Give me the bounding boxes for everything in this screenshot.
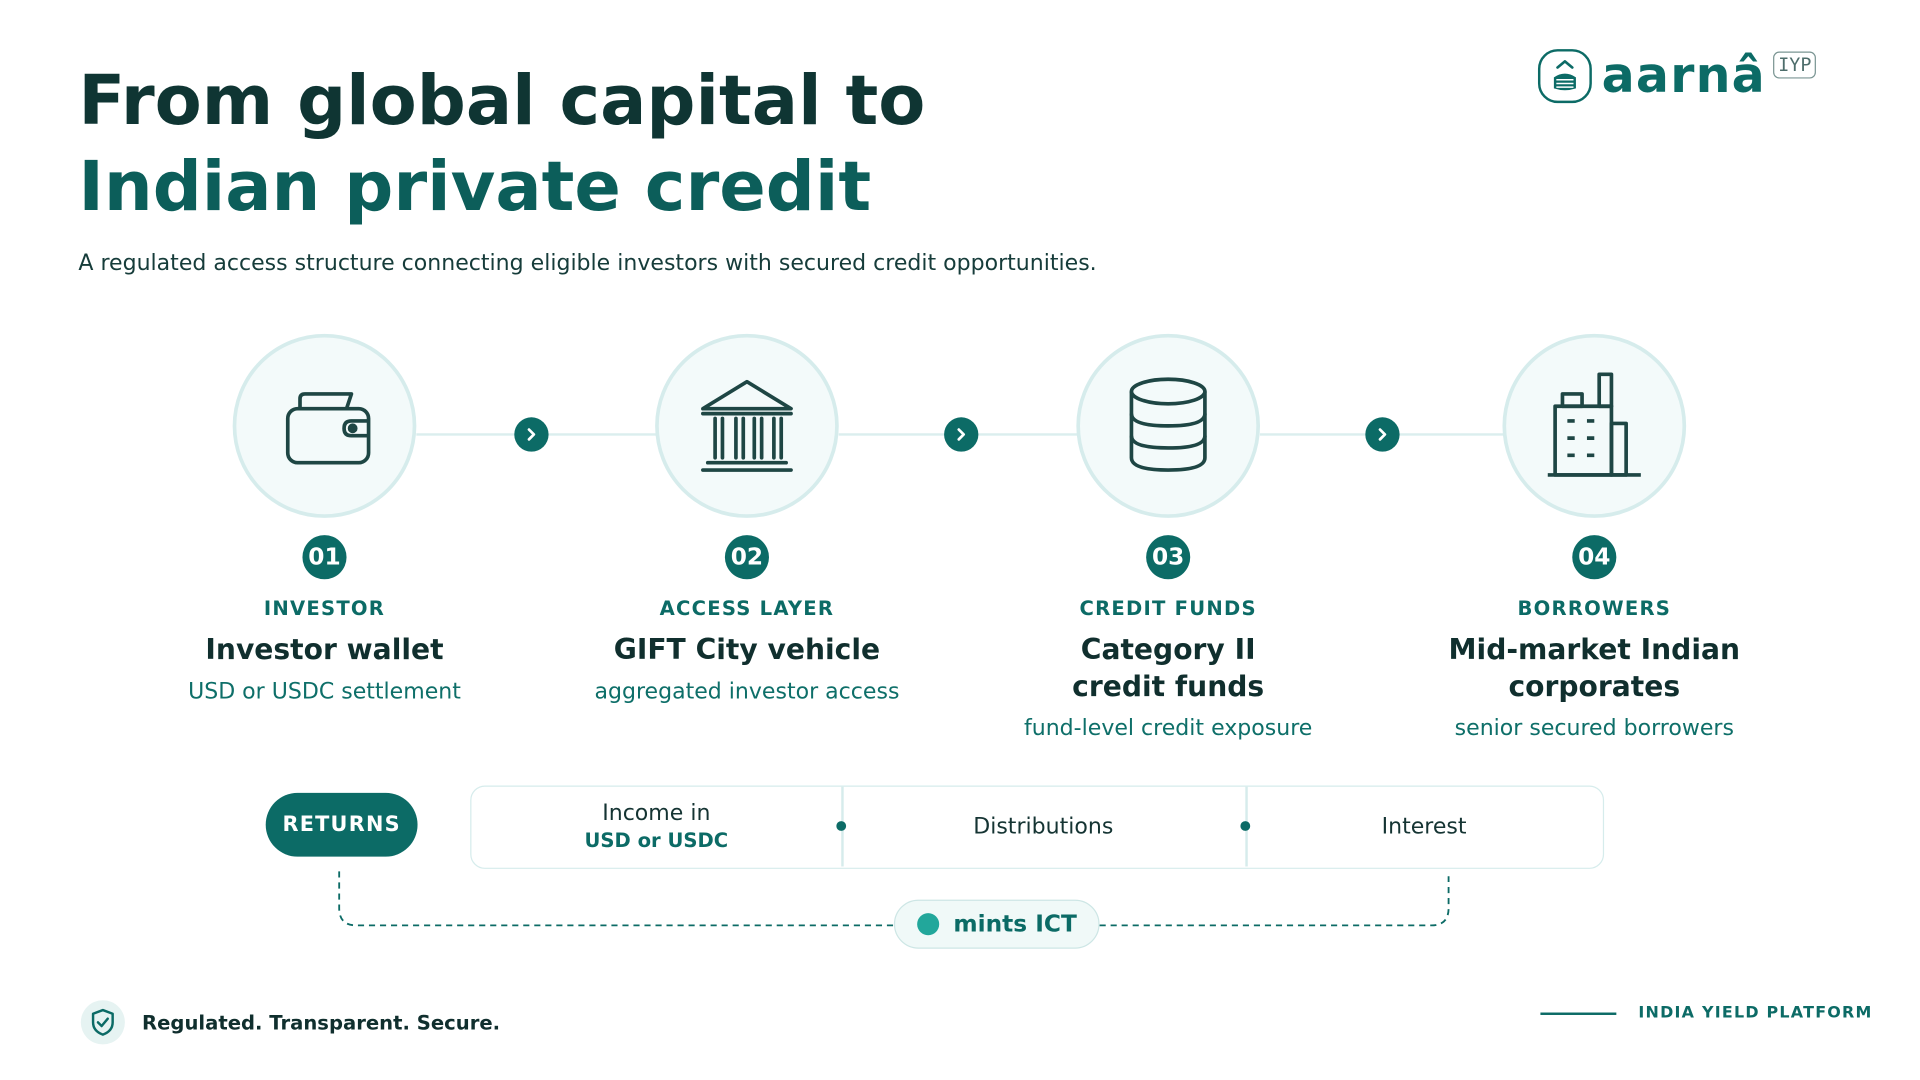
step-description: fund-level credit exposure — [1023, 715, 1313, 742]
wallet-icon — [285, 392, 371, 465]
title-line-1: From global capital to — [78, 61, 926, 142]
return-item-line-1: Income in — [602, 799, 711, 826]
aarna-logo: aarnâ IYP — [1537, 47, 1817, 105]
building-icon — [1547, 372, 1641, 477]
footer-brand-text: INDIA YIELD PLATFORM — [1638, 1003, 1873, 1023]
step-investor: 01 INVESTOR Investor wallet USD or USDC … — [141, 333, 508, 705]
step-circle — [232, 333, 417, 518]
return-item-distributions: Distributions — [841, 787, 1245, 867]
chevron-right-icon — [944, 417, 979, 452]
returns-flow-box: Income in USD or USDC Distributions Inte… — [470, 785, 1605, 869]
step-kicker: BORROWERS — [1517, 596, 1672, 620]
step-title-line-2: corporates — [1508, 671, 1681, 704]
title-line-2: Indian private credit — [78, 147, 872, 228]
step-title: GIFT City vehicle — [563, 632, 930, 669]
return-item-line-2: USD or USDC — [584, 827, 729, 852]
step-title-text: GIFT City vehicle — [613, 634, 881, 667]
logo-badge: IYP — [1773, 51, 1817, 79]
step-title-text: Investor wallet — [205, 634, 444, 667]
footer-brand: INDIA YIELD PLATFORM — [1540, 1004, 1872, 1022]
logo-wordmark: aarnâ — [1601, 47, 1766, 105]
logo-mark-icon — [1537, 49, 1592, 104]
return-item-interest: Interest — [1245, 787, 1603, 867]
step-description: aggregated investor access — [594, 678, 900, 705]
step-title: Investor wallet — [141, 632, 508, 669]
step-credit-funds: 03 CREDIT FUNDS Category II credit funds… — [984, 333, 1351, 742]
footer-rule — [1540, 1011, 1617, 1015]
flow-dot — [836, 821, 847, 831]
step-number: 01 — [302, 535, 347, 580]
step-number: 04 — [1572, 535, 1617, 580]
chevron-right-icon — [514, 417, 549, 452]
shield-check-icon — [80, 1000, 125, 1045]
page-title: From global capital to Indian private cr… — [78, 59, 925, 231]
return-item-income: Income in USD or USDC — [471, 787, 841, 867]
step-circle — [1502, 333, 1687, 518]
step-number: 02 — [724, 535, 769, 580]
page-subtitle: A regulated access structure connecting … — [78, 250, 1097, 277]
step-title-line-1: Category II — [1080, 634, 1256, 667]
step-kicker: INVESTOR — [263, 596, 386, 620]
step-description: senior secured borrowers — [1454, 715, 1734, 742]
status-dot — [916, 913, 939, 936]
step-borrowers: 04 BORROWERS Mid-market Indian corporate… — [1411, 333, 1778, 742]
database-icon — [1129, 377, 1207, 472]
return-item-line-1: Interest — [1381, 813, 1467, 839]
step-title-line-2: credit funds — [1072, 671, 1265, 704]
step-title: Mid-market Indian corporates — [1411, 632, 1778, 706]
chevron-right-icon — [1365, 417, 1400, 452]
footer-tagline: Regulated. Transparent. Secure. — [80, 1000, 501, 1045]
step-circle — [1076, 333, 1261, 518]
mints-ict-badge: mints ICT — [893, 899, 1100, 949]
step-title: Category II credit funds — [984, 632, 1351, 706]
returns-badge: RETURNS — [265, 792, 418, 857]
bank-icon — [701, 379, 793, 472]
step-title-line-1: Mid-market Indian — [1448, 634, 1741, 667]
step-kicker: ACCESS LAYER — [659, 596, 835, 620]
step-circle — [655, 333, 839, 518]
step-kicker: CREDIT FUNDS — [1079, 596, 1257, 620]
mints-label: mints ICT — [953, 910, 1077, 938]
flow-dot — [1240, 821, 1251, 831]
step-number: 03 — [1146, 535, 1191, 580]
return-item-line-1: Distributions — [973, 813, 1114, 839]
step-access-layer: 02 ACCESS LAYER GIFT City vehicle aggreg… — [563, 333, 930, 705]
footer-tagline-text: Regulated. Transparent. Secure. — [142, 1010, 501, 1035]
step-description: USD or USDC settlement — [188, 678, 461, 705]
